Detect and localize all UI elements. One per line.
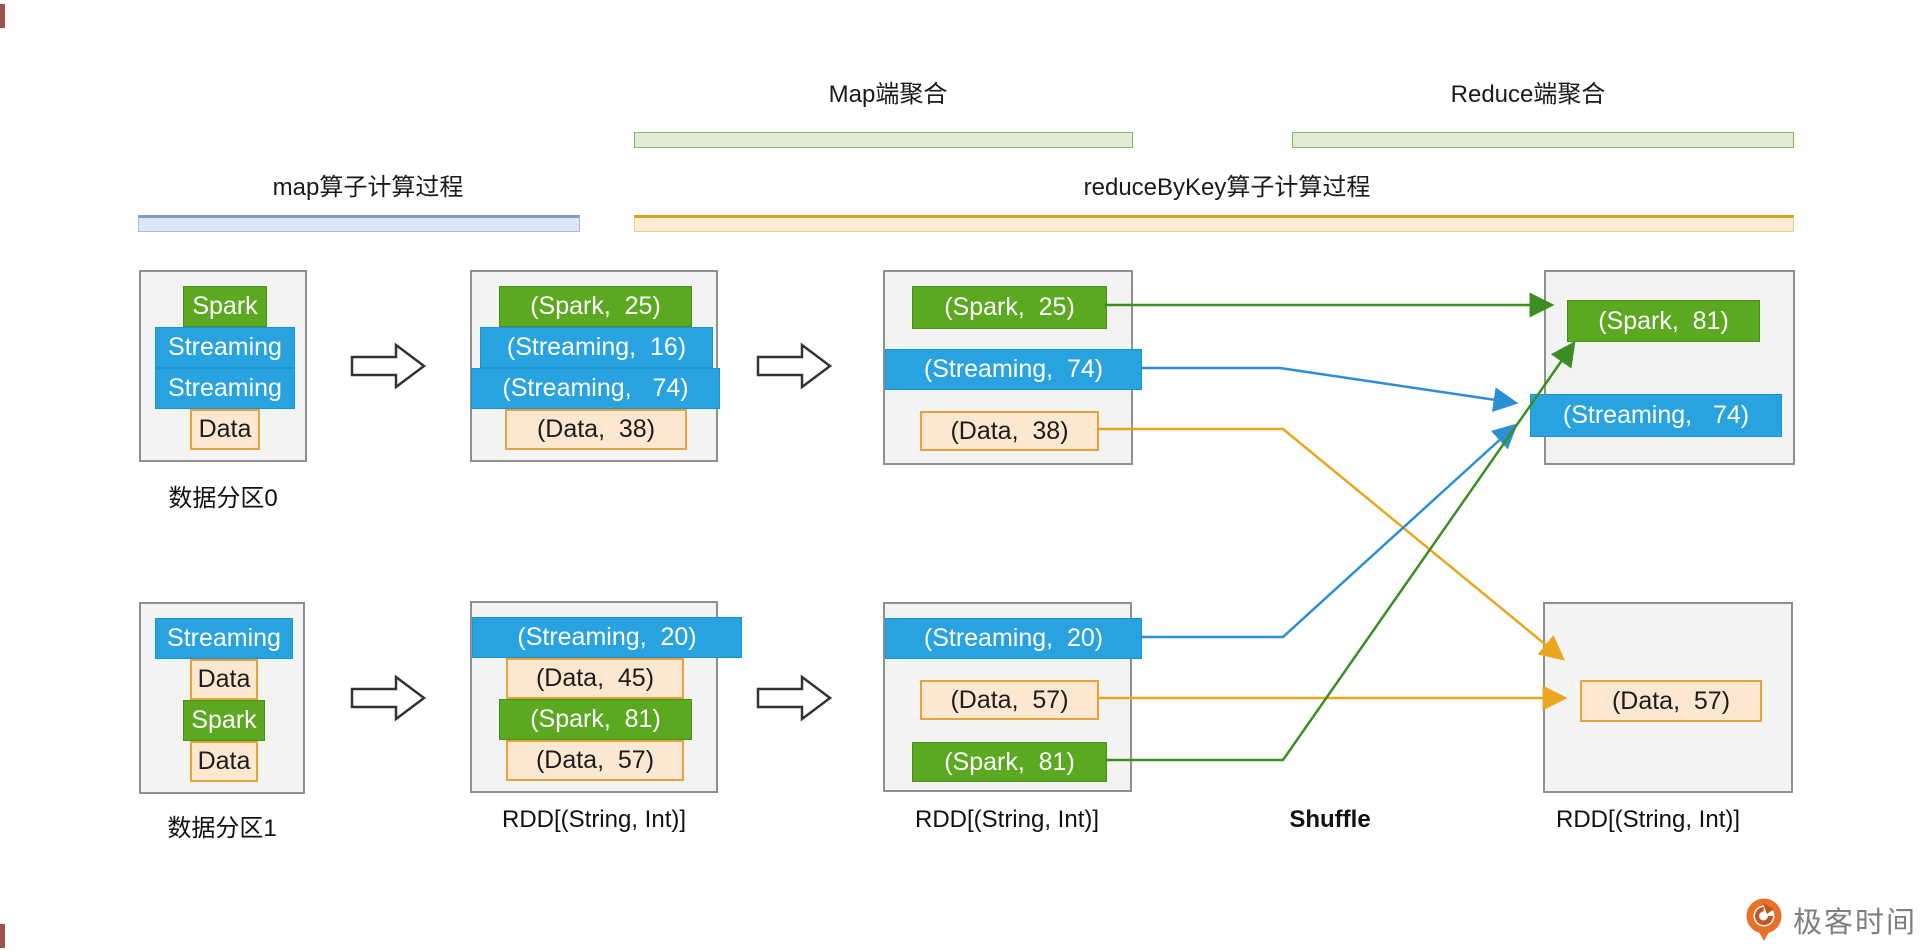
shuffle-line-spark-p1 xyxy=(1105,340,1576,762)
block-spark: Spark xyxy=(183,286,267,327)
reducebykey-operator-span-bar xyxy=(634,215,1794,232)
flow-arrow-icon xyxy=(350,342,427,390)
tuple-spark-81: (Spark, 81) xyxy=(499,699,692,740)
tuple-streaming-74: (Streaming, 74) xyxy=(885,349,1142,390)
partition-1-box: Streaming Data Spark Data xyxy=(139,602,305,794)
geektime-logo: 极客时间 xyxy=(1743,897,1917,943)
combine-rdd-0-box: (Spark, 25) (Streaming, 74) (Data, 38) xyxy=(883,270,1142,465)
map-rdd-1-box: (Streaming, 20) (Data, 45) (Spark, 81) (… xyxy=(470,601,742,793)
rdd-combine-label: RDD[(String, Int)] xyxy=(914,806,1100,833)
map-aggregation-span-bar xyxy=(634,132,1133,148)
left-edge-artifact xyxy=(0,4,5,28)
tuple-data-57: (Data, 57) xyxy=(1580,680,1762,722)
flow-arrow-icon xyxy=(350,674,427,722)
tuple-data-38: (Data, 38) xyxy=(920,411,1099,451)
rdd-map-label: RDD[(String, Int)] xyxy=(501,806,687,833)
tuple-spark-25: (Spark, 25) xyxy=(499,286,692,327)
tuple-streaming-74: (Streaming, 74) xyxy=(1530,394,1782,437)
tuple-spark-81: (Spark, 81) xyxy=(912,742,1107,782)
block-data: Data xyxy=(190,659,258,700)
shuffle-label: Shuffle xyxy=(1289,806,1371,833)
partition-0-label: 数据分区0 xyxy=(168,485,278,512)
left-edge-artifact xyxy=(0,924,5,948)
flow-arrow-icon xyxy=(756,342,833,390)
tuple-spark-81: (Spark, 81) xyxy=(1567,300,1760,342)
block-streaming: Streaming xyxy=(155,327,295,368)
combine-rdd-1-box: (Streaming, 20) (Data, 57) (Spark, 81) xyxy=(883,602,1142,792)
tuple-data-57: (Data, 57) xyxy=(920,680,1099,720)
partition-0-box: Spark Streaming Streaming Data xyxy=(139,270,307,462)
header-map-aggregation: Map端聚合 xyxy=(828,81,948,108)
rdd-reduce-label: RDD[(String, Int)] xyxy=(1555,806,1741,833)
block-streaming: Streaming xyxy=(155,618,293,659)
reduce-rdd-1-box: (Data, 57) xyxy=(1543,602,1793,793)
map-rdd-0-box: (Spark, 25) (Streaming, 16) (Streaming, … xyxy=(470,270,720,462)
shuffle-line-data-p0 xyxy=(1097,427,1565,661)
tuple-streaming-74: (Streaming, 74) xyxy=(471,368,720,409)
tuple-spark-25: (Spark, 25) xyxy=(912,286,1107,329)
header-map-operator: map算子计算过程 xyxy=(272,174,464,201)
block-data: Data xyxy=(190,741,258,782)
block-data: Data xyxy=(190,409,260,450)
shuffle-line-streaming-p1 xyxy=(1140,423,1518,639)
tuple-data-45: (Data, 45) xyxy=(506,658,684,699)
map-operator-span-bar xyxy=(138,215,580,232)
flow-arrow-icon xyxy=(756,674,833,722)
reduce-rdd-0-box: (Spark, 81) (Streaming, 74) xyxy=(1530,270,1795,465)
tuple-streaming-16: (Streaming, 16) xyxy=(480,327,713,368)
partition-1-label: 数据分区1 xyxy=(167,815,277,842)
tuple-data-57: (Data, 57) xyxy=(506,740,684,781)
header-reducebykey-operator: reduceByKey算子计算过程 xyxy=(1083,174,1371,201)
tuple-streaming-20: (Streaming, 20) xyxy=(472,617,742,658)
geektime-logo-text: 极客时间 xyxy=(1793,907,1918,939)
tuple-streaming-20: (Streaming, 20) xyxy=(885,618,1142,659)
shuffle-line-streaming-p0 xyxy=(1140,366,1519,413)
block-spark: Spark xyxy=(183,700,265,741)
geektime-logo-icon xyxy=(1746,898,1782,941)
reduce-aggregation-span-bar xyxy=(1292,132,1794,148)
header-reduce-aggregation: Reduce端聚合 xyxy=(1450,81,1606,108)
tuple-data-38: (Data, 38) xyxy=(505,409,687,450)
block-streaming: Streaming xyxy=(155,368,295,409)
